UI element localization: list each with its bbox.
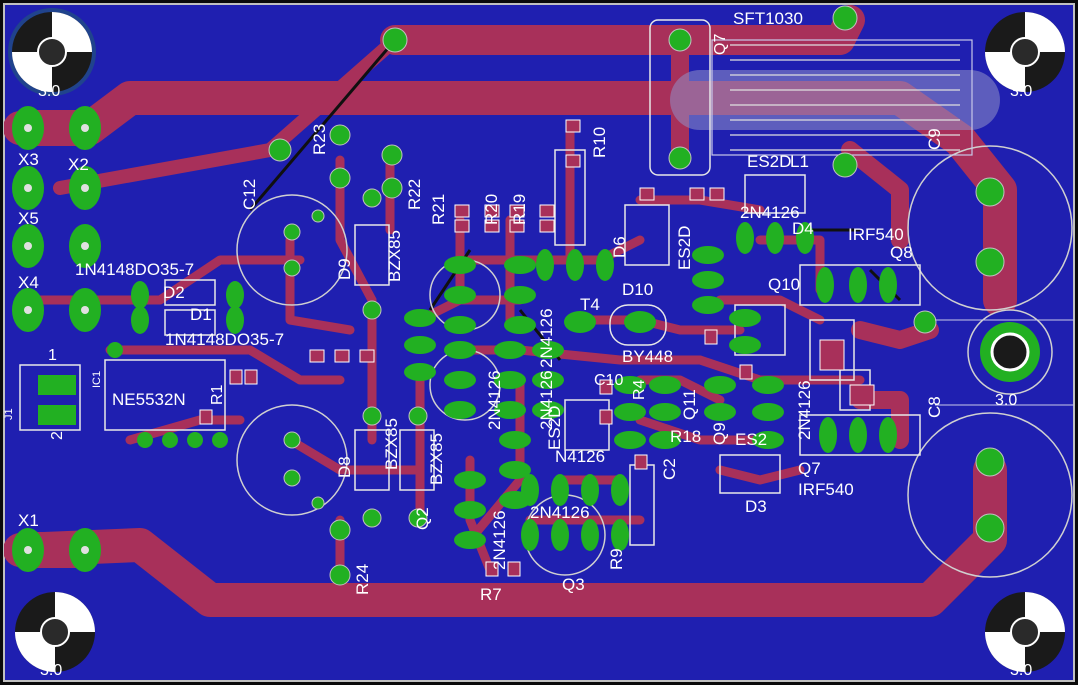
x2-pads bbox=[12, 166, 101, 210]
label-d1: D1 bbox=[190, 305, 212, 324]
label-2n4126-e: 2N4126 bbox=[530, 503, 590, 522]
label-r24: R24 bbox=[353, 564, 372, 595]
silk-outlines bbox=[19, 19, 921, 546]
reference-lines bbox=[935, 319, 1074, 406]
mounting-hole-br bbox=[985, 592, 1065, 672]
label-d2: D2 bbox=[163, 283, 185, 302]
label-x4: X4 bbox=[18, 273, 39, 292]
connector-pads bbox=[10, 106, 101, 572]
label-bzx85-b: BZX85 bbox=[382, 418, 401, 470]
label-j1-pin1: 1 bbox=[48, 347, 57, 364]
x1-pads bbox=[10, 528, 101, 572]
label-2n4126-b: 2N4126 bbox=[537, 370, 556, 430]
label-r10: R10 bbox=[590, 127, 609, 158]
label-r23: R23 bbox=[310, 124, 329, 155]
label-irf540-b: IRF540 bbox=[798, 480, 854, 499]
label-2n4126-f: 2N4126 bbox=[795, 380, 814, 440]
label-hole-tl: 3.0 bbox=[38, 83, 60, 100]
label-es2d-a: ES2D bbox=[747, 152, 791, 171]
label-r22: R22 bbox=[405, 179, 424, 210]
label-ic1: IC1 bbox=[91, 371, 103, 388]
label-hole-br: 3.0 bbox=[1010, 662, 1032, 679]
label-r18: R18 bbox=[670, 427, 701, 446]
label-r21: R21 bbox=[429, 194, 448, 225]
through-hole-pads bbox=[268, 5, 1005, 586]
label-q11: Q11 bbox=[680, 389, 699, 420]
label-q10: Q10 bbox=[768, 275, 800, 294]
label-q2: Q2 bbox=[413, 507, 432, 530]
label-bzx85-a: BZX85 bbox=[385, 230, 404, 282]
label-t4: T4 bbox=[580, 295, 600, 314]
label-es2d-b: ES2D bbox=[675, 226, 694, 270]
label-c9: C9 bbox=[925, 128, 944, 150]
label-r7: R7 bbox=[480, 585, 502, 604]
label-by448: BY448 bbox=[622, 347, 673, 366]
label-sft1030: SFT1030 bbox=[733, 9, 803, 28]
label-r1: R1 bbox=[209, 384, 226, 405]
label-x1: X1 bbox=[18, 511, 39, 530]
label-c2: C2 bbox=[660, 458, 679, 480]
label-2n4126-a: 2N4126 bbox=[485, 370, 504, 430]
x4-pads bbox=[12, 288, 101, 332]
mounting-hole-bl bbox=[15, 592, 95, 672]
label-q7: Q7 bbox=[798, 459, 821, 478]
label-2n4126-c: 2N4126 bbox=[537, 308, 556, 368]
label-x2: X2 bbox=[68, 155, 89, 174]
label-1n4148-b: 1N4148DO35-7 bbox=[165, 330, 284, 349]
label-1n4148-a: 1N4148DO35-7 bbox=[75, 260, 194, 279]
label-es2d-c: ES2 bbox=[735, 430, 767, 449]
label-d3: D3 bbox=[745, 497, 767, 516]
mounting-hole-tr bbox=[985, 12, 1065, 92]
label-c12: C12 bbox=[240, 179, 259, 210]
label-q3: Q3 bbox=[562, 575, 585, 594]
label-d6: D6 bbox=[610, 236, 629, 258]
label-es2d-d: ES2D bbox=[545, 406, 564, 450]
label-2n4126-d: 2N4126 bbox=[490, 510, 509, 570]
inductor-coil bbox=[711, 39, 973, 156]
label-r9: R9 bbox=[607, 548, 626, 570]
label-j1: J1 bbox=[3, 408, 15, 420]
label-2n4126-g: 2N4126 bbox=[740, 203, 800, 222]
j1-pads bbox=[38, 375, 76, 425]
label-hole-tr: 3.0 bbox=[1010, 83, 1032, 100]
label-d9: D9 bbox=[335, 258, 354, 280]
label-d4: D4 bbox=[792, 219, 814, 238]
label-c10: C10 bbox=[594, 372, 623, 389]
label-irf540-a: IRF540 bbox=[848, 225, 904, 244]
label-c8: C8 bbox=[925, 396, 944, 418]
label-d10: D10 bbox=[622, 280, 653, 299]
label-n4126-h: N4126 bbox=[555, 447, 605, 466]
label-l1: L1 bbox=[790, 152, 809, 171]
label-q9: Q9 bbox=[710, 422, 729, 445]
component-pads bbox=[107, 222, 897, 551]
label-j1-pin2: 2 bbox=[49, 431, 66, 440]
mounting-hole-mid bbox=[967, 309, 1053, 395]
smd-pads bbox=[199, 119, 875, 577]
x3-pads bbox=[10, 106, 101, 150]
label-ne5532: NE5532N bbox=[112, 390, 186, 409]
label-x3: X3 bbox=[18, 150, 39, 169]
label-d8: D8 bbox=[335, 456, 354, 478]
label-q8: Q8 bbox=[890, 243, 913, 262]
label-x5: X5 bbox=[18, 209, 39, 228]
label-hole-mid: 3.0 bbox=[995, 392, 1017, 409]
label-hole-bl: 3.0 bbox=[40, 662, 62, 679]
label-r4: R4 bbox=[631, 379, 648, 400]
mounting-hole-tl bbox=[8, 8, 96, 96]
x5-pads bbox=[12, 224, 101, 268]
label-r19: R19 bbox=[510, 194, 529, 225]
label-bzx85-c: BZX85 bbox=[427, 433, 446, 485]
label-r20: R20 bbox=[482, 194, 501, 225]
label-q7-top: Q7 bbox=[712, 34, 729, 55]
silkscreen-labels: SFT1030 L1 Q7 C9 C8 C12 R23 R22 R21 R20 … bbox=[3, 9, 1032, 679]
